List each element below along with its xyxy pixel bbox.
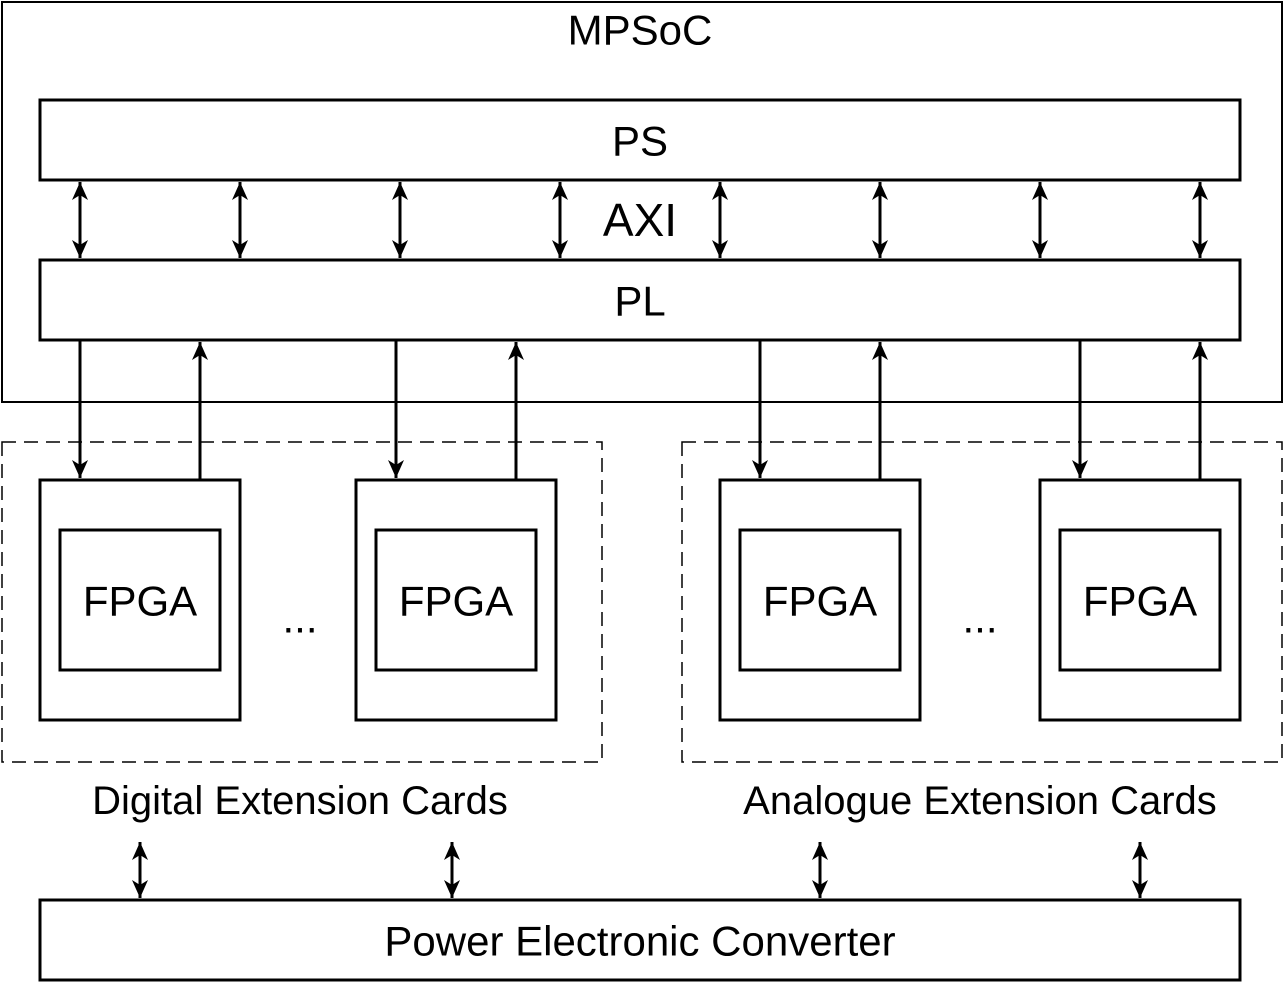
ps-block bbox=[38, 98, 1242, 182]
pl-label: PL bbox=[614, 278, 665, 325]
axi-arrows bbox=[72, 182, 1208, 258]
fpga-label: FPGA bbox=[83, 578, 197, 625]
extension-card-digital-1: FPGA bbox=[38, 478, 242, 722]
fpga-box bbox=[738, 528, 902, 672]
converter-arrows bbox=[132, 842, 1148, 898]
extension-card-analogue-2: FPGA bbox=[1038, 478, 1242, 722]
card-box bbox=[1038, 478, 1242, 722]
extension-card-analogue-1: FPGA bbox=[718, 478, 922, 722]
ellipsis-analogue: ... bbox=[962, 595, 997, 642]
digital-cards-group bbox=[1, 441, 603, 763]
converter-label: Power Electronic Converter bbox=[384, 918, 895, 965]
mpsoc-label: MPSoC bbox=[568, 7, 713, 54]
fpga-label: FPGA bbox=[399, 578, 513, 625]
fpga-label: FPGA bbox=[1083, 578, 1197, 625]
analogue-cards-group bbox=[681, 441, 1283, 763]
fpga-box bbox=[1058, 528, 1222, 672]
pl-card-arrows bbox=[72, 341, 1208, 479]
fpga-box bbox=[374, 528, 538, 672]
card-box bbox=[718, 478, 922, 722]
ps-label: PS bbox=[612, 118, 668, 165]
card-box bbox=[354, 478, 558, 722]
axi-label: AXI bbox=[603, 194, 677, 246]
fpga-label: FPGA bbox=[763, 578, 877, 625]
converter-block bbox=[38, 898, 1242, 982]
mpsoc-box bbox=[1, 1, 1283, 403]
digital-group-label: Digital Extension Cards bbox=[92, 779, 508, 823]
card-box bbox=[38, 478, 242, 722]
analogue-group-label: Analogue Extension Cards bbox=[743, 779, 1217, 823]
ellipsis-digital: ... bbox=[282, 595, 317, 642]
extension-card-digital-2: FPGA bbox=[354, 478, 558, 722]
fpga-box bbox=[58, 528, 222, 672]
pl-block bbox=[38, 258, 1242, 342]
